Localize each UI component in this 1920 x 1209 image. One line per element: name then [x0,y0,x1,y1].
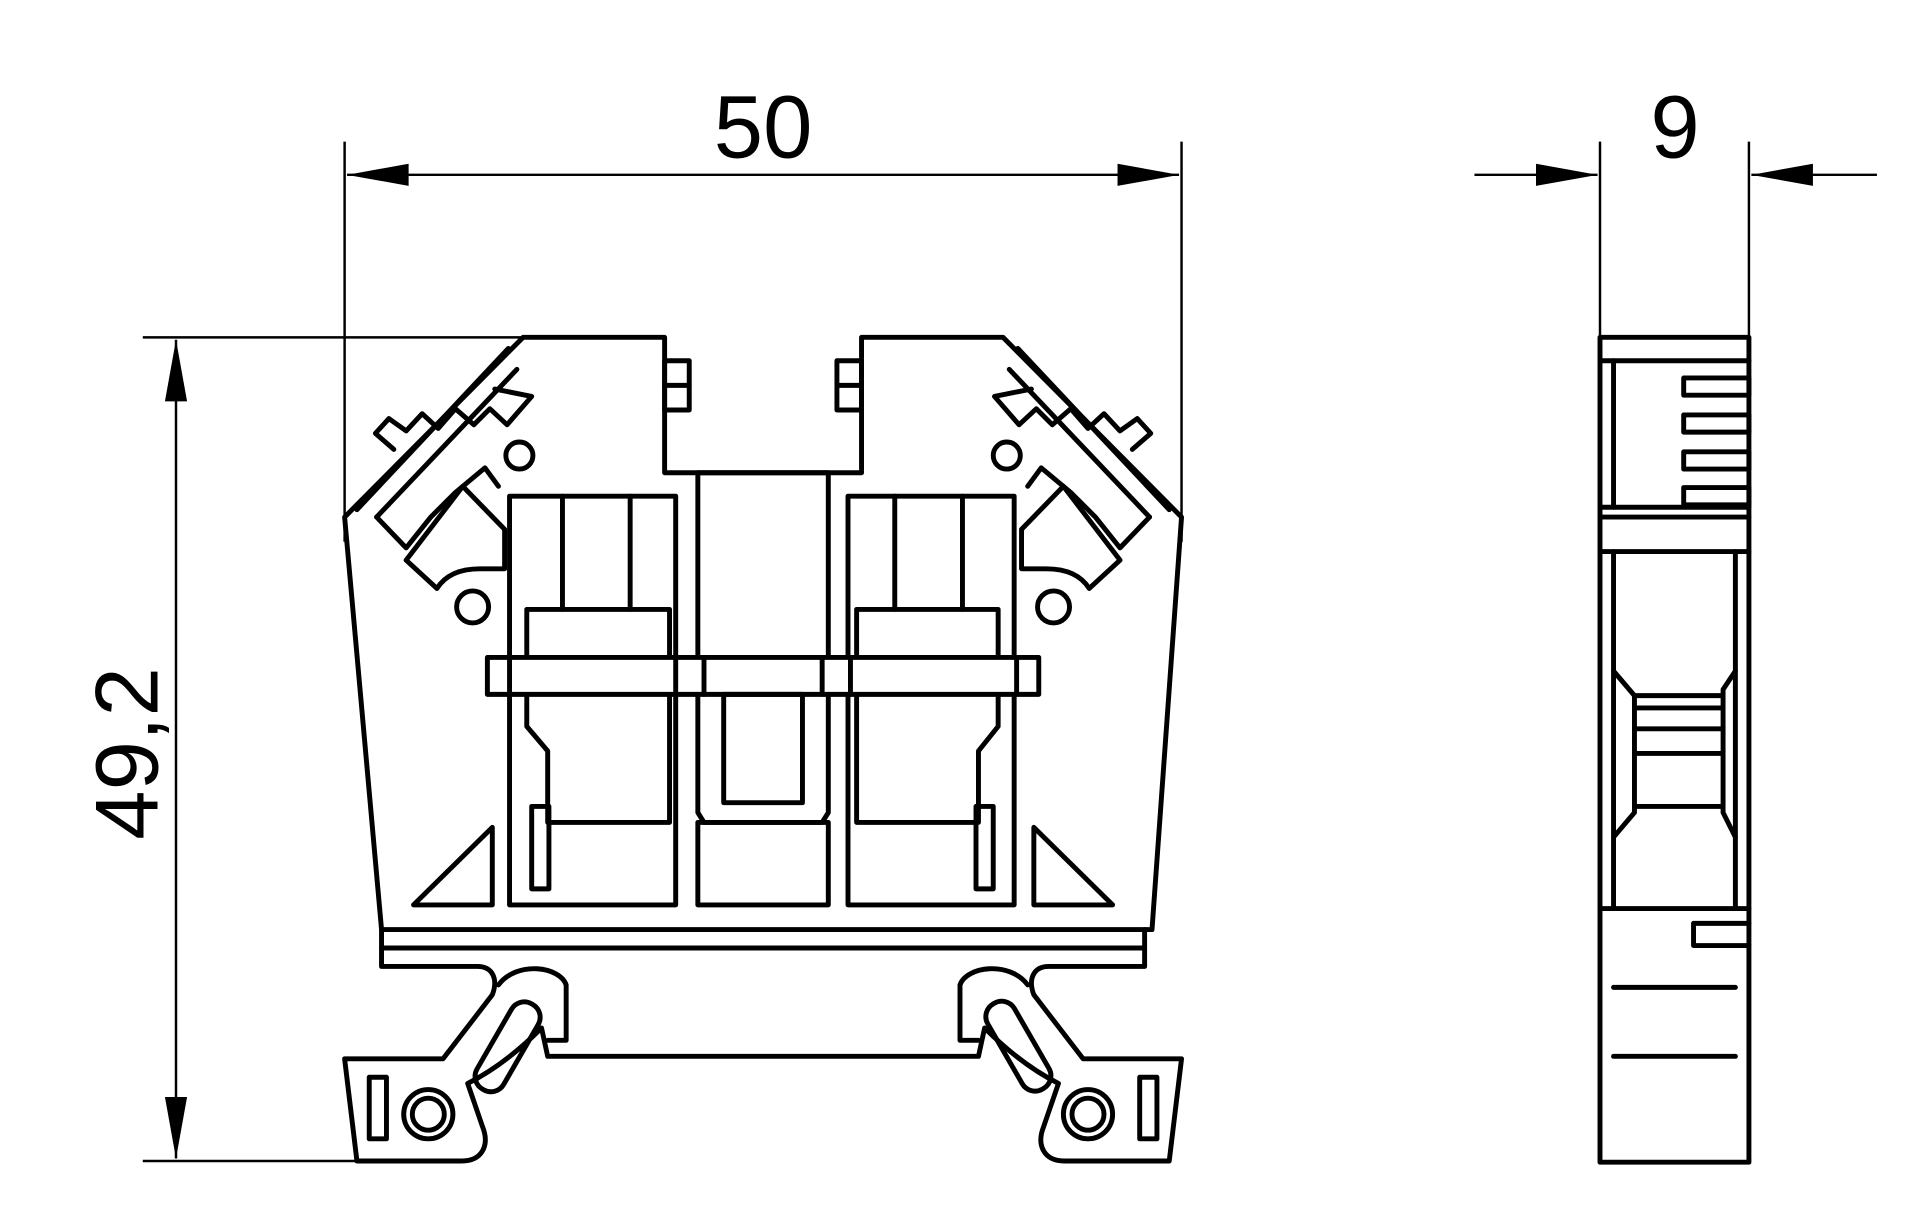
dimension-height-49-2: 49,2 [78,336,524,1163]
left-screw-entry [354,345,536,626]
dimension-label-9: 9 [1650,78,1699,177]
dimension-label-50: 50 [714,78,813,177]
right-screw-entry [990,345,1172,626]
din-rail-foot [342,927,1185,1164]
side-outline [1597,334,1752,1165]
front-view-terminal-block [342,334,1185,1164]
side-view-terminal-block [1597,334,1752,1165]
left-clamp-chamber [507,493,679,908]
dimension-width-9: 9 [1474,78,1877,339]
housing-outline [342,334,1185,932]
center-bridge [484,470,1042,908]
right-clamp-chamber [845,493,1017,908]
dimension-label-49-2: 49,2 [78,667,177,839]
dimension-width-50: 50 [343,78,1183,542]
